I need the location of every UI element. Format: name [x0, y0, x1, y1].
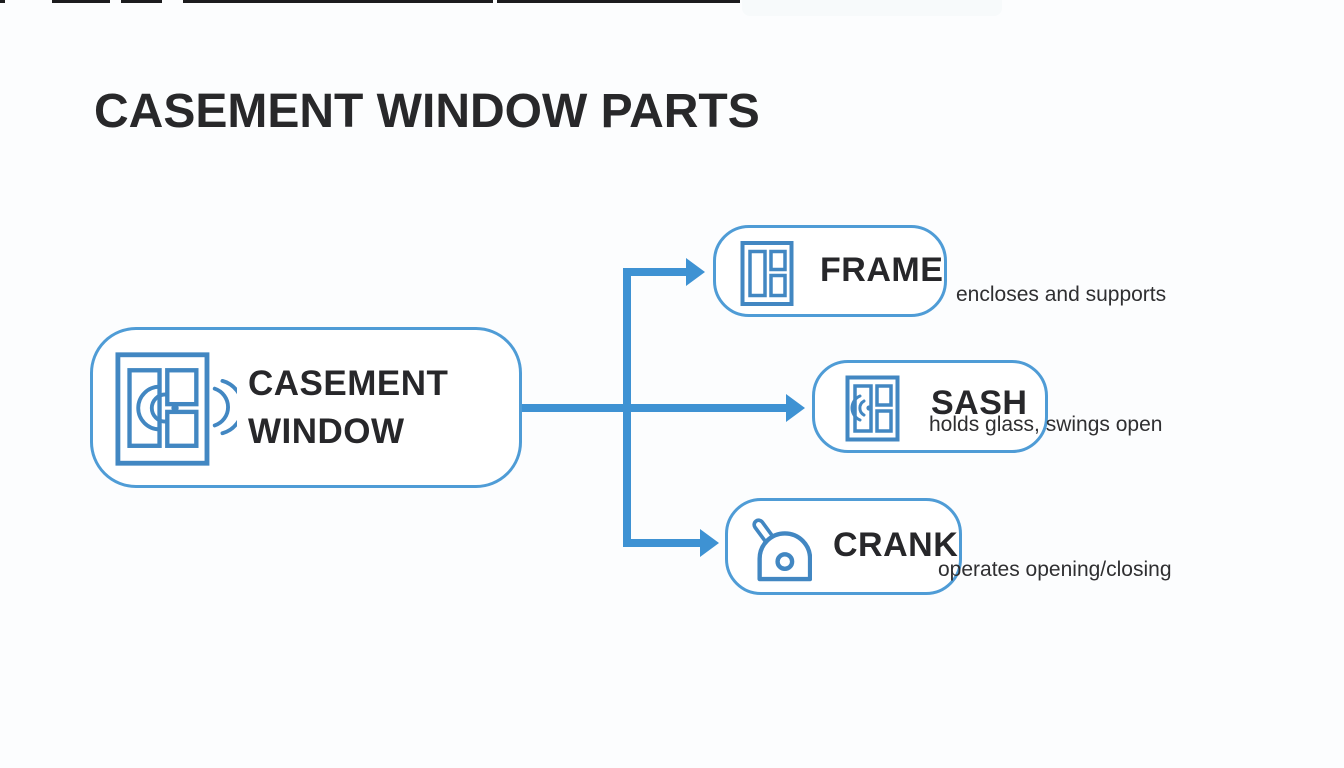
- top-edge-artifact: [121, 0, 162, 3]
- top-edge-artifact: [0, 0, 5, 3]
- sash-icon: [845, 375, 900, 442]
- top-edge-artifact: [52, 0, 110, 3]
- background-smudge: [742, 0, 1002, 16]
- diagram-title: CASEMENT WINDOW PARTS: [94, 85, 760, 138]
- arrowhead-frame: [686, 258, 705, 286]
- arrowhead-sash: [786, 394, 805, 422]
- node-sash: SASH: [812, 360, 1048, 453]
- casement-window-icon: [115, 352, 237, 466]
- connector-root-to-sash: [520, 404, 787, 412]
- node-frame: FRAME: [713, 225, 947, 317]
- crank-icon: [752, 518, 812, 582]
- connector-branch-frame: [623, 268, 687, 276]
- crank-node-label: CRANK: [833, 526, 959, 564]
- node-casement-window: CASEMENT WINDOW: [90, 327, 522, 488]
- top-edge-artifact: [497, 0, 740, 3]
- sash-node-label: SASH: [931, 384, 1028, 422]
- root-node-label: CASEMENT WINDOW: [248, 364, 449, 451]
- connector-branch-crank: [623, 539, 701, 547]
- frame-icon: [740, 241, 794, 306]
- frame-node-label: FRAME: [820, 251, 944, 289]
- connector-trunk: [623, 268, 631, 547]
- arrowhead-crank: [700, 529, 719, 557]
- sash-description: holds glass, swings open: [929, 413, 1163, 436]
- node-crank: CRANK: [725, 498, 962, 595]
- frame-description: encloses and supports: [956, 283, 1167, 306]
- crank-description: operates opening/closing: [938, 558, 1172, 581]
- top-edge-artifact: [183, 0, 493, 3]
